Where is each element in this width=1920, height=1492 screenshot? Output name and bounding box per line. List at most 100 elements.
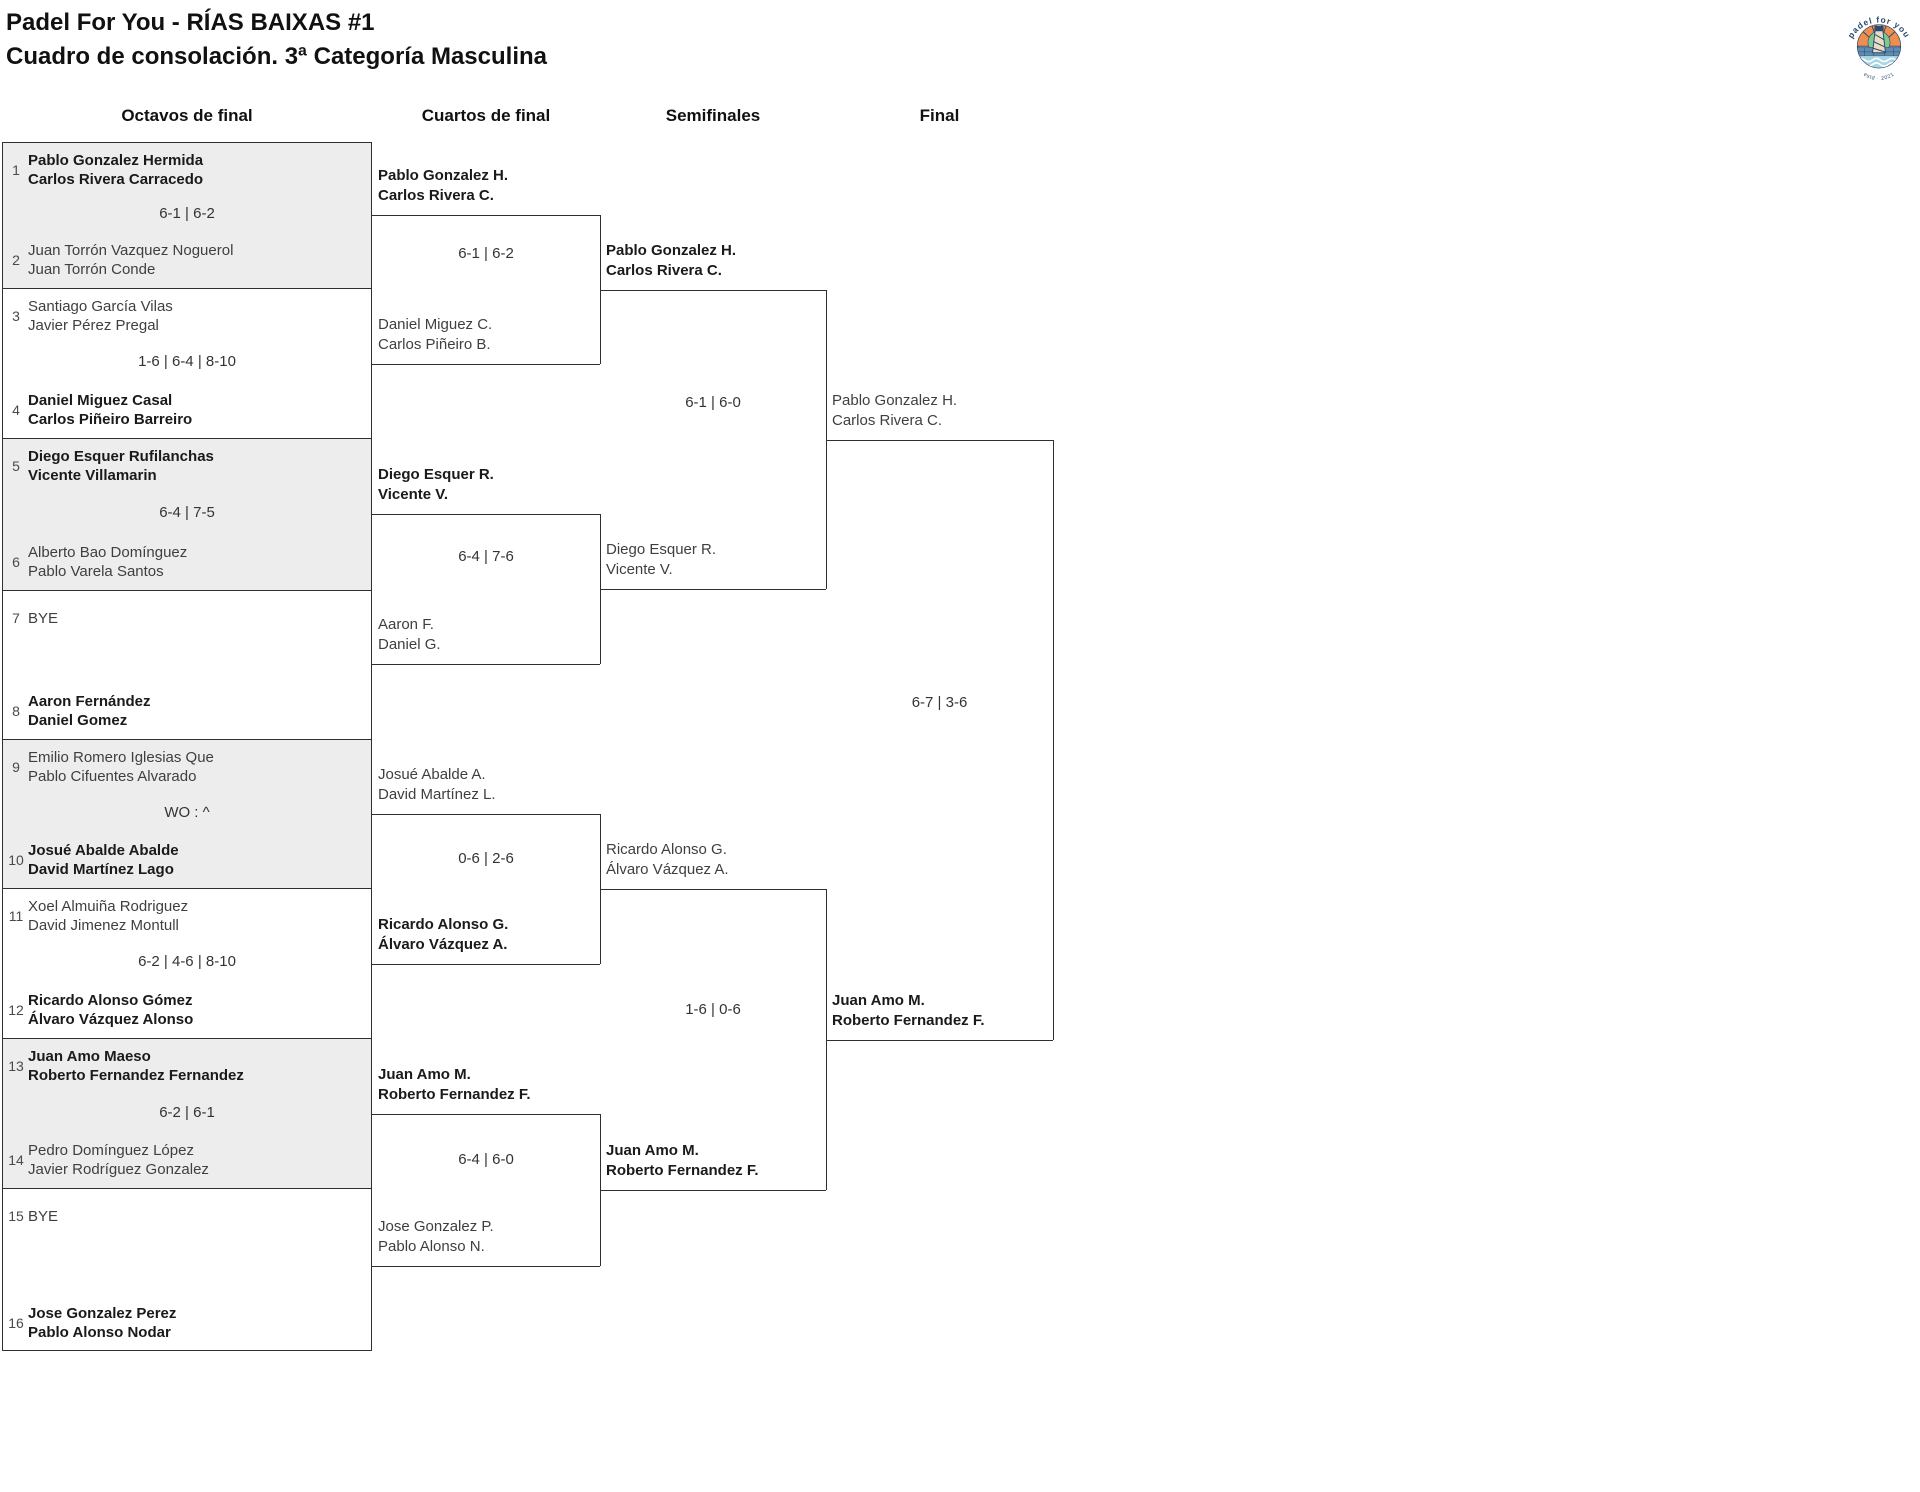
player-line: Juan Amo M. — [606, 1142, 699, 1159]
seed-number: 6 — [12, 554, 20, 570]
bracket-line — [372, 664, 600, 665]
player-line: Vicente Villamarin — [28, 467, 157, 484]
player-line: Roberto Fernandez F. — [832, 1012, 985, 1029]
seed-number: 2 — [12, 252, 20, 268]
player-line: Roberto Fernandez Fernandez — [28, 1067, 244, 1084]
r16-match-block-1 — [2, 142, 372, 288]
r16-match-block-6 — [2, 888, 372, 1038]
bracket-line — [372, 364, 600, 365]
seed-number: 10 — [8, 852, 24, 868]
round-header-final: Final — [919, 106, 960, 125]
player-line: Carlos Piñeiro Barreiro — [28, 411, 193, 428]
player-line: Álvaro Vázquez A. — [606, 861, 729, 878]
seed-number: 16 — [8, 1315, 24, 1331]
r16-slot-4: 4 Daniel Miguez Casal Carlos Piñeiro Bar… — [4, 390, 364, 430]
r16-slot-14: 14 Pedro Domínguez López Javier Rodrígue… — [4, 1140, 364, 1180]
team-name: Pablo Gonzalez Hermida Carlos Rivera Car… — [28, 151, 203, 189]
player-line: Xoel Almuiña Rodriguez — [28, 898, 189, 915]
team-name: Josué Abalde Abalde David Martínez Lago — [28, 841, 179, 879]
seed-number: 14 — [8, 1152, 24, 1168]
team-name: Alberto Bao Domínguez Pablo Varela Santo… — [28, 543, 187, 581]
r16-slot-10: 10 Josué Abalde Abalde David Martínez La… — [4, 840, 364, 880]
bracket-line — [600, 889, 826, 890]
bracket-line — [372, 1266, 600, 1267]
bracket-connector — [1053, 440, 1054, 1040]
seed-number: 3 — [12, 308, 20, 324]
r16-slot-6: 6 Alberto Bao Domínguez Pablo Varela San… — [4, 542, 364, 582]
player-line: Javier Pérez Pregal — [28, 317, 159, 334]
round-header-cuartos: Cuartos de final — [421, 106, 551, 125]
r16-slot-7: 7 BYE — [4, 598, 364, 638]
r16-slot-13: 13 Juan Amo Maeso Roberto Fernandez Fern… — [4, 1046, 364, 1086]
padel-for-you-logo: padel for you estd · 2021 — [1840, 2, 1918, 93]
player-line: Aaron F. — [378, 616, 434, 633]
player-line: Pablo Alonso N. — [378, 1238, 485, 1255]
player-line: Diego Esquer R. — [378, 466, 494, 483]
r16-slot-15: 15 BYE — [4, 1196, 364, 1236]
seed-number: 8 — [12, 703, 20, 719]
player-line: Juan Amo M. — [378, 1066, 471, 1083]
seed-number: 5 — [12, 458, 20, 474]
r16-score-2: 1-6 | 6-4 | 8-10 — [138, 353, 236, 370]
bracket-line — [826, 440, 1053, 441]
player-line: Roberto Fernandez F. — [378, 1086, 531, 1103]
sf-team-2: Diego Esquer R. Vicente V. — [606, 540, 716, 580]
page-title: Padel For You - RÍAS BAIXAS #1 Cuadro de… — [6, 6, 547, 74]
r16-slot-1: 1 Pablo Gonzalez Hermida Carlos Rivera C… — [4, 150, 364, 190]
player-line: Carlos Rivera C. — [378, 187, 494, 204]
bracket-line — [372, 215, 600, 216]
bracket-line — [600, 290, 826, 291]
bracket-connector — [826, 889, 827, 1190]
r16-match-block-5 — [2, 739, 372, 888]
player-line: David Jimenez Montull — [28, 917, 179, 934]
qf-team-4: Aaron F. Daniel G. — [378, 615, 441, 655]
qf-team-5: Josué Abalde A. David Martínez L. — [378, 765, 496, 805]
seed-number: 7 — [12, 610, 20, 626]
player-line: Pedro Domínguez López — [28, 1142, 194, 1159]
player-line: Diego Esquer Rufilanchas — [28, 448, 214, 465]
team-name: Pedro Domínguez López Javier Rodríguez G… — [28, 1141, 209, 1179]
bracket-line — [372, 1114, 600, 1115]
player-line: Daniel Miguez Casal — [28, 392, 173, 409]
player-line: Álvaro Vázquez A. — [378, 936, 508, 953]
qf-score-2: 6-4 | 7-6 — [458, 548, 514, 565]
sf-team-4: Juan Amo M. Roberto Fernandez F. — [606, 1141, 759, 1181]
player-line: Daniel Gomez — [28, 712, 128, 729]
player-line: Juan Amo Maeso — [28, 1048, 151, 1065]
qf-team-6: Ricardo Alonso G. Álvaro Vázquez A. — [378, 915, 508, 955]
player-line: Pablo Gonzalez H. — [606, 242, 737, 259]
r16-match-block-4 — [2, 590, 372, 739]
bracket-connector — [826, 290, 827, 589]
qf-score-1: 6-1 | 6-2 — [458, 245, 514, 262]
player-line: Vicente V. — [606, 561, 673, 578]
team-name: Santiago García Vilas Javier Pérez Prega… — [28, 297, 173, 335]
round-header-semifinales: Semifinales — [665, 106, 761, 125]
player-line: Ricardo Alonso Gómez — [28, 992, 193, 1009]
final-team-2: Juan Amo M. Roberto Fernandez F. — [832, 991, 985, 1031]
player-line: Josué Abalde A. — [378, 766, 486, 783]
player-line: Pablo Cifuentes Alvarado — [28, 768, 197, 785]
player-line: Aaron Fernández — [28, 693, 151, 710]
bracket-line — [372, 514, 600, 515]
r16-slot-8: 8 Aaron Fernández Daniel Gomez — [4, 691, 364, 731]
bracket-connector — [600, 215, 601, 364]
player-line: Alberto Bao Domínguez — [28, 544, 188, 561]
team-name: Daniel Miguez Casal Carlos Piñeiro Barre… — [28, 391, 192, 429]
r16-score-7: 6-2 | 6-1 — [159, 1104, 215, 1121]
bracket-line — [372, 964, 600, 965]
player-line: Santiago García Vilas — [28, 298, 173, 315]
player-line: BYE — [28, 609, 59, 627]
player-line: Roberto Fernandez F. — [606, 1162, 759, 1179]
player-line: Carlos Rivera Carracedo — [28, 171, 204, 188]
qf-team-7: Juan Amo M. Roberto Fernandez F. — [378, 1065, 531, 1105]
team-name: BYE — [28, 609, 58, 628]
player-line: Juan Torrón Vazquez Noguerol — [28, 242, 234, 259]
player-line: Vicente V. — [378, 486, 449, 503]
qf-score-3: 0-6 | 2-6 — [458, 850, 514, 867]
qf-score-4: 6-4 | 6-0 — [458, 1151, 514, 1168]
player-line: Ricardo Alonso G. — [606, 841, 727, 858]
r16-match-block-8 — [2, 1188, 372, 1351]
player-line: Álvaro Vázquez Alonso — [28, 1011, 194, 1028]
team-name: Xoel Almuiña Rodriguez David Jimenez Mon… — [28, 897, 188, 935]
seed-number: 9 — [12, 759, 20, 775]
